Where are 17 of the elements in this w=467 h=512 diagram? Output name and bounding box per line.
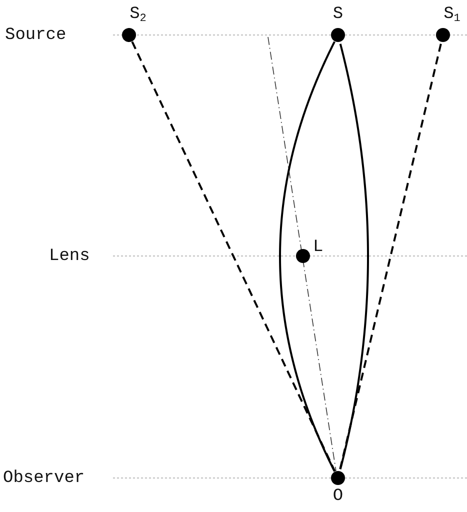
dashed-ray	[339, 44, 442, 470]
point-dot	[296, 249, 310, 263]
point-label: S$_{1}$	[444, 6, 460, 25]
point-dot	[331, 28, 345, 42]
point-dot	[436, 28, 450, 42]
point-label: O	[332, 488, 344, 505]
plane-label: Source	[5, 27, 66, 44]
point-label: S$_{2}$	[130, 6, 146, 25]
plane-label: Lens	[49, 248, 90, 265]
point-dot	[122, 28, 136, 42]
point-label: S	[332, 6, 344, 23]
dashed-ray	[131, 41, 336, 472]
point-label: L	[313, 239, 324, 256]
light-ray	[279, 41, 336, 472]
plane-label: Observer	[3, 470, 85, 487]
light-ray	[339, 44, 369, 470]
point-dot	[331, 471, 345, 485]
